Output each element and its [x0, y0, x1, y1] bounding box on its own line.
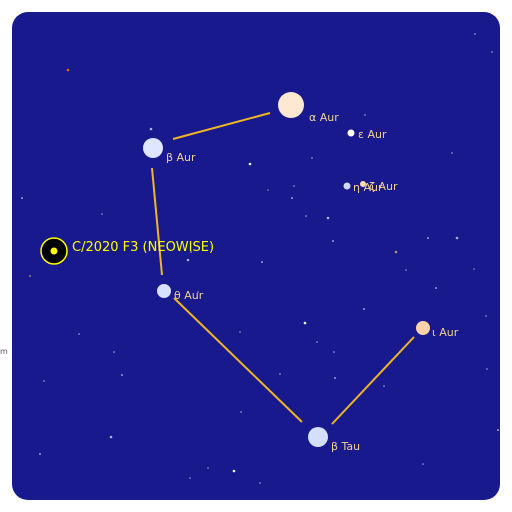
- star-alpha-aur[interactable]: α Aur: [278, 92, 339, 124]
- star-label: α Aur: [309, 111, 339, 124]
- star-iota-aur[interactable]: ι Aur: [416, 321, 459, 339]
- background-star: [485, 315, 487, 317]
- background-star: [363, 308, 365, 310]
- background-star: [311, 157, 313, 159]
- background-star: [293, 185, 295, 187]
- star-marker[interactable]: [347, 129, 355, 137]
- constellation-line: [173, 297, 303, 423]
- background-star: [78, 333, 80, 335]
- background-star: [455, 236, 459, 240]
- background-star: [334, 377, 336, 379]
- star-label: θ Aur: [174, 289, 204, 302]
- sky-map[interactable]: α Aur β Aur ε Aur η Aur ζ Aur θ Aur: [12, 12, 500, 500]
- background-star: [333, 351, 335, 353]
- background-star: [422, 463, 424, 465]
- star-marker[interactable]: [143, 138, 163, 158]
- background-star: [491, 51, 493, 53]
- background-star: [474, 33, 476, 35]
- star-marker[interactable]: [308, 427, 328, 447]
- background-star: [364, 114, 366, 116]
- star-label: β Aur: [166, 151, 196, 164]
- star-marker[interactable]: [416, 321, 430, 335]
- star-beta-tau[interactable]: β Tau: [308, 427, 360, 453]
- background-star: [279, 373, 281, 375]
- background-star: [435, 287, 437, 289]
- star-label: ε Aur: [358, 128, 387, 141]
- background-star: [101, 213, 103, 215]
- background-star: [451, 152, 453, 154]
- star-marker[interactable]: [278, 92, 304, 118]
- star-marker[interactable]: [343, 182, 351, 190]
- star-theta-aur[interactable]: θ Aur: [157, 284, 204, 302]
- background-star: [316, 341, 318, 343]
- background-star: [332, 240, 334, 242]
- background-star: [486, 368, 488, 370]
- background-star: [497, 429, 499, 431]
- comet-target-icon[interactable]: [40, 237, 68, 265]
- background-star: [113, 351, 115, 353]
- background-stars: [21, 33, 499, 484]
- background-star: [190, 251, 192, 253]
- comet-neowise[interactable]: C/2020 F3 (NEOWISE): [40, 237, 214, 265]
- constellation-line: [172, 112, 271, 140]
- constellation-line: [151, 167, 163, 276]
- star-marker[interactable]: [157, 284, 171, 298]
- background-star: [207, 467, 209, 469]
- background-star: [291, 197, 293, 199]
- background-star: [394, 250, 398, 254]
- background-star: [29, 275, 31, 277]
- background-star: [197, 291, 199, 293]
- star-zeta-aur[interactable]: ζ Aur: [360, 180, 398, 193]
- background-star: [189, 477, 191, 479]
- background-star: [259, 482, 261, 484]
- background-star: [109, 435, 113, 439]
- background-star: [186, 258, 190, 262]
- star-epsilon-aur[interactable]: ε Aur: [347, 128, 387, 141]
- background-star: [473, 268, 475, 270]
- background-star: [261, 261, 263, 263]
- background-star: [21, 197, 23, 199]
- background-star: [232, 469, 236, 473]
- auriga-constellation-lines: [151, 112, 415, 425]
- star-label: ι Aur: [432, 326, 459, 339]
- background-star: [39, 453, 41, 455]
- sky-map-canvas[interactable]: α Aur β Aur ε Aur η Aur ζ Aur θ Aur: [12, 12, 500, 500]
- background-star: [121, 374, 123, 376]
- star-beta-aur-upper[interactable]: β Aur: [143, 138, 196, 164]
- background-star: [303, 321, 307, 325]
- background-star: [383, 385, 385, 387]
- background-star: [427, 237, 429, 239]
- background-star: [240, 411, 242, 413]
- comet-label: C/2020 F3 (NEOWISE): [72, 240, 214, 255]
- star-marker[interactable]: [360, 181, 366, 187]
- background-star: [149, 127, 153, 131]
- background-star: [267, 189, 269, 191]
- background-star: [405, 269, 407, 271]
- background-star: [66, 68, 70, 72]
- background-star: [248, 162, 252, 166]
- star-label: β Tau: [331, 440, 360, 453]
- background-star: [239, 331, 241, 333]
- star-label: ζ Aur: [369, 180, 398, 193]
- constellation-line: [331, 336, 415, 425]
- background-star: [326, 216, 330, 220]
- edge-text: m: [0, 347, 8, 356]
- background-star: [43, 380, 45, 382]
- background-star: [305, 215, 307, 217]
